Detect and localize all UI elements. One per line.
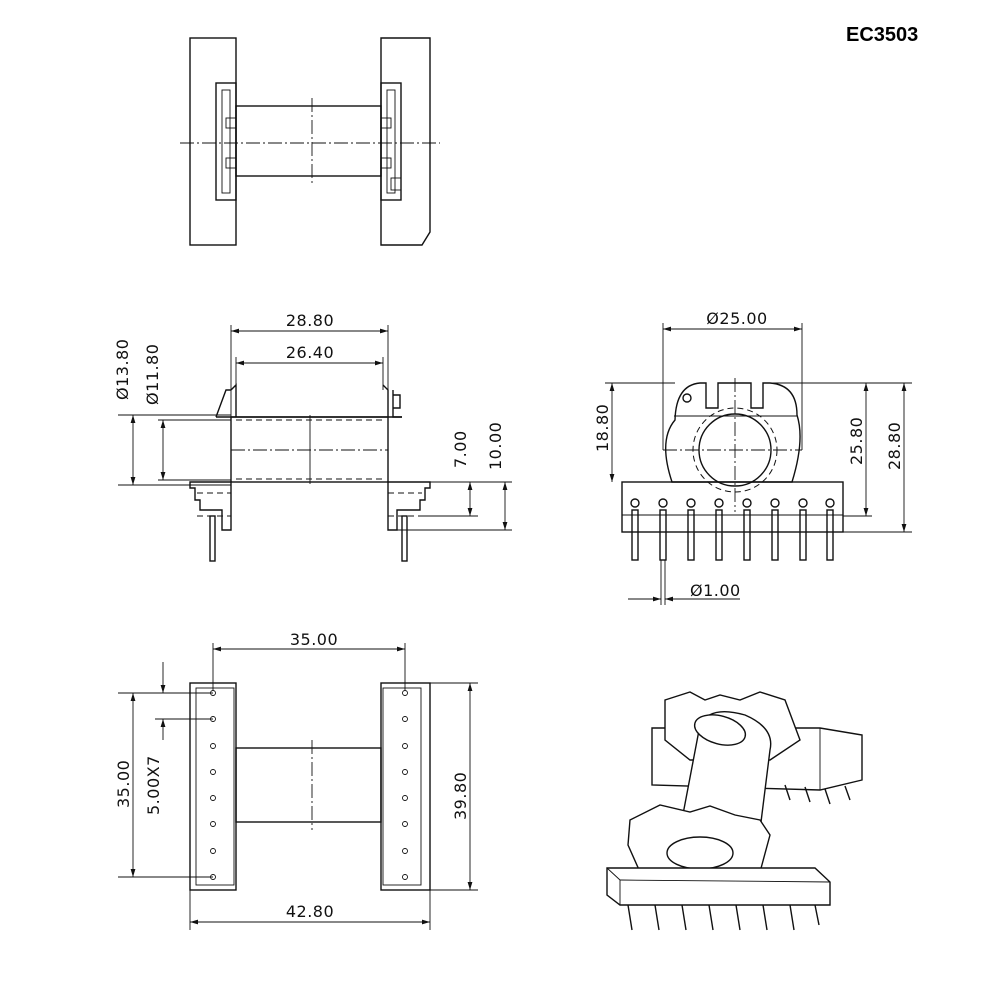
dim-height-7: 7.00 (451, 430, 470, 468)
dim-depth: 39.80 (451, 772, 470, 820)
dim-pin-dia: Ø1.00 (690, 581, 741, 600)
dim-dia-outer: Ø13.80 (113, 339, 132, 400)
dim-dia-inner: Ø11.80 (143, 344, 162, 405)
isometric-view (606, 691, 863, 931)
dim-h3: 28.80 (885, 422, 904, 470)
pad-rows (210, 690, 408, 880)
dim-h2: 25.80 (847, 417, 866, 465)
top-view (180, 37, 440, 246)
pins (630, 498, 835, 561)
dim-height-10: 10.00 (486, 422, 505, 470)
dim-length-outer: 28.80 (286, 311, 334, 330)
dim-pin-span: 35.00 (290, 630, 338, 649)
dim-row-span: 35.00 (114, 760, 133, 808)
dim-width: 42.80 (286, 902, 334, 921)
dim-h1: 18.80 (593, 404, 612, 452)
bottom-view: 35.00 35.00 5.00X7 39.80 42. (114, 630, 478, 930)
dim-length-inner: 26.40 (286, 343, 334, 362)
front-view: Ø25.00 18.80 25.80 28.80 (593, 309, 912, 605)
side-view: 28.80 26.40 Ø13.80 Ø11.80 7.00 (113, 311, 512, 562)
dim-width-dia: Ø25.00 (706, 309, 767, 328)
dim-pitch: 5.00X7 (144, 755, 163, 815)
iso-pins (627, 784, 851, 931)
part-number-title: EC3503 (846, 24, 919, 46)
